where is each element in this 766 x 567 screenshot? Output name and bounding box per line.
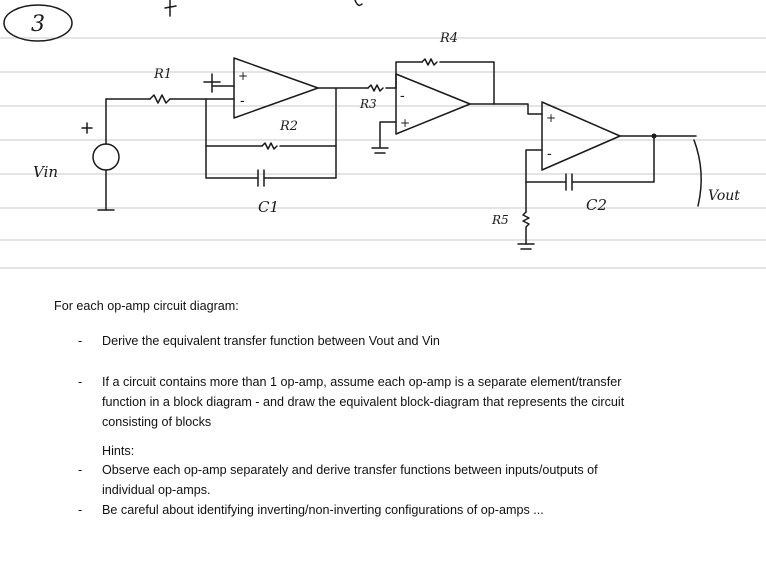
hint-2: Be careful about identifying inverting/n…: [102, 503, 544, 517]
opamp2-plus: +: [400, 116, 410, 130]
resistor-r1: R1: [105, 67, 235, 104]
hint-1-line-1: Observe each op-amp separately and deriv…: [102, 463, 598, 477]
hint-dash-2: -: [78, 503, 83, 517]
opamp2-minus: -: [400, 88, 405, 104]
feedback-r2-c1: R2 C1: [205, 87, 337, 216]
r5-label: R5: [491, 213, 509, 227]
opamp-1: + -: [233, 57, 319, 119]
hint-1-line-2: individual op-amps.: [102, 483, 211, 497]
resistor-r4: R4: [395, 31, 495, 105]
c1-label: C1: [258, 198, 279, 216]
r1-label: R1: [153, 67, 172, 82]
opamp1-plus-ground: [203, 73, 235, 93]
r4-label: R4: [439, 31, 458, 46]
c2-label: C2: [586, 196, 607, 214]
resistor-r3: R3: [359, 84, 397, 111]
opamp-2: - +: [395, 73, 471, 135]
vin-label: Vin: [33, 163, 58, 181]
feedback-c2-r5: R5 C2: [491, 135, 655, 250]
opamp1-minus: -: [240, 93, 245, 109]
instruction-bullet-1: Derive the equivalent transfer function …: [102, 334, 440, 348]
opamp-3: + -: [541, 101, 621, 171]
cropped-mark-left: [164, 0, 177, 17]
opamp3-minus: -: [547, 146, 552, 162]
hint-dash-1: -: [78, 463, 83, 477]
instruction-bullet-2-line-3: consisting of blocks: [102, 415, 212, 429]
notebook-ruled-lines: [0, 37, 766, 269]
instructions-intro: For each op-amp circuit diagram:: [54, 299, 239, 313]
hints-title: Hints:: [102, 444, 135, 458]
instruction-bullet-2-line-2: function in a block diagram - and draw t…: [102, 395, 625, 409]
opamp2-output-wire: [469, 103, 543, 115]
bullet-dash-2: -: [78, 375, 83, 389]
opamp1-plus: +: [238, 69, 248, 83]
vout-label: Vout: [708, 188, 740, 204]
bullet-dash-1: -: [78, 334, 83, 348]
vin-source: Vin: [33, 98, 120, 211]
cropped-mark-right: [354, 0, 363, 7]
opamp2-plus-ground: [371, 121, 397, 154]
vout-output: Vout: [619, 133, 740, 207]
r3-label: R3: [359, 97, 377, 111]
opamp3-plus: +: [546, 111, 556, 125]
circuit-diagram: 3 Vin R1 + - R2 C1 R3: [0, 0, 766, 280]
instruction-bullet-2-line-1: If a circuit contains more than 1 op-amp…: [102, 375, 622, 389]
problem-number-badge: 3: [3, 4, 73, 42]
r2-label: R2: [279, 119, 298, 134]
problem-number: 3: [31, 12, 45, 37]
